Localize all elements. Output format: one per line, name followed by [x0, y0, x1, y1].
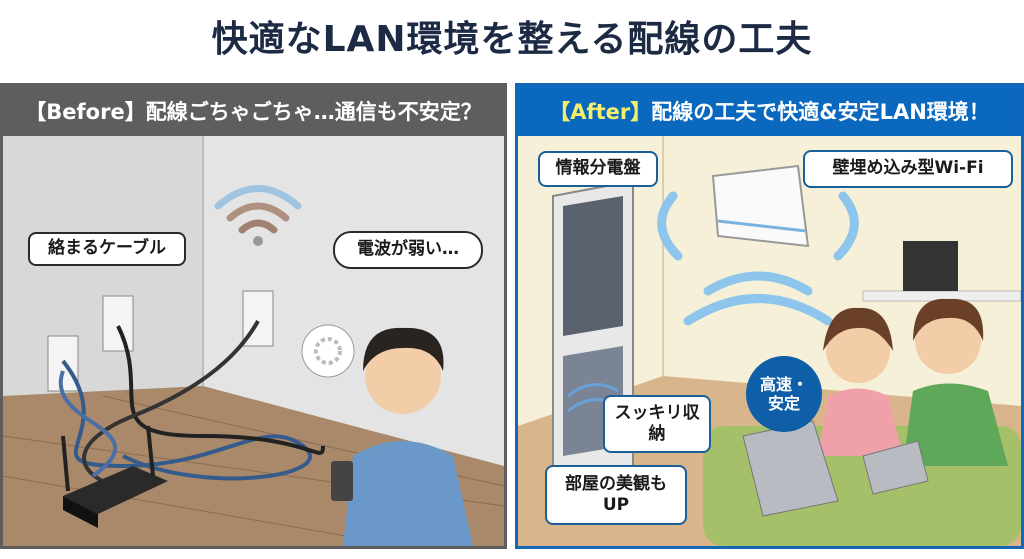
nas-device: [903, 241, 958, 291]
wifi-strong-icon: [657, 191, 859, 326]
callout-distribution-panel: 情報分電盤: [538, 151, 658, 187]
callout-tangled-cables: 絡まるケーブル: [28, 232, 186, 266]
before-header: 【Before】 配線ごちゃごちゃ…通信も不安定？: [3, 86, 504, 136]
callout-weak-signal: 電波が弱い…: [333, 231, 483, 269]
after-heading: 配線の工夫で快適&安定LAN環境！: [651, 100, 990, 124]
router-icon: [61, 425, 168, 528]
wifi-weak-icon: [214, 185, 302, 246]
man-with-phone: [301, 324, 473, 546]
page-title: 快適なLAN環境を整える配線の工夫: [211, 19, 813, 60]
callout-fast-stable: 高速・安定: [746, 356, 822, 432]
callout-tidy-storage: スッキリ収納: [603, 395, 711, 453]
couple: [818, 298, 1008, 466]
callout-embedded-wifi: 壁埋め込み型Wi-Fi: [803, 150, 1013, 188]
loading-icon: [301, 324, 355, 378]
callout-room-beauty: 部屋の美観もUP: [545, 465, 687, 525]
after-tag: 【After】: [549, 100, 652, 124]
phone-icon: [331, 461, 353, 501]
tangled-cables: [58, 320, 325, 488]
before-heading: 配線ごちゃごちゃ…通信も不安定？: [145, 100, 482, 124]
before-panel: 【Before】 配線ごちゃごちゃ…通信も不安定？: [0, 83, 507, 549]
after-header: 【After】 配線の工夫で快適&安定LAN環境！: [518, 86, 1021, 136]
tablet-icon: [862, 440, 929, 495]
before-illustration: [3, 136, 504, 546]
before-tag: 【Before】: [25, 100, 146, 124]
wall-wifi-access-point: [711, 164, 810, 248]
wall-outlet: [102, 295, 134, 352]
